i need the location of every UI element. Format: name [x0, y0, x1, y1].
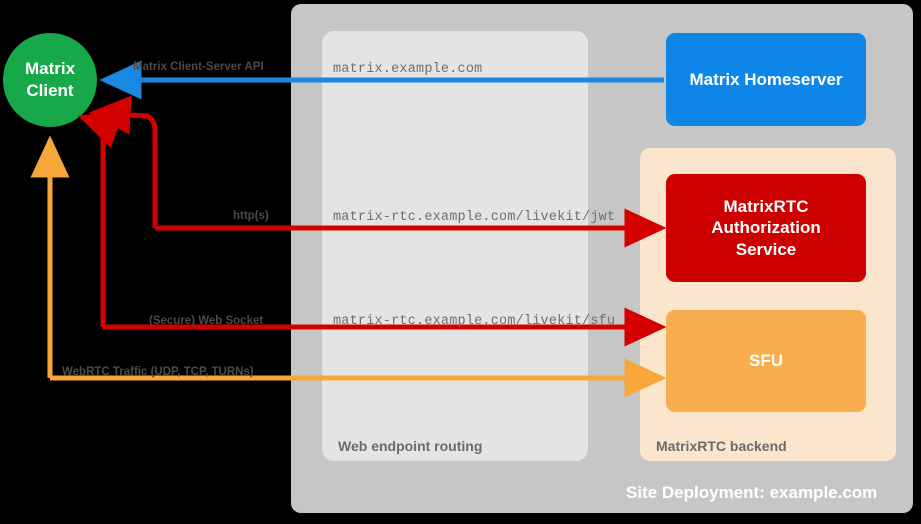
- matrix-homeserver-box[interactable]: [666, 33, 866, 126]
- sfu-label: SFU: [749, 351, 783, 371]
- connection-jwt-response-arrow: [88, 95, 158, 228]
- matrix-homeserver-label: Matrix Homeserver: [689, 69, 843, 89]
- auth-label-line2: Authorization: [711, 218, 821, 238]
- matrix-client-label-line1: Matrix: [24, 58, 76, 78]
- matrixrtc-authorization-service-box[interactable]: [666, 174, 866, 282]
- sfu-box[interactable]: [666, 310, 866, 412]
- auth-label-line1: MatrixRTC: [723, 197, 809, 217]
- matrixrtc-authorization-service-label-wrap: MatrixRTC Authorization Service: [666, 174, 866, 282]
- sfu-label-wrap: SFU: [666, 310, 866, 412]
- matrix-client-circle[interactable]: [3, 33, 97, 127]
- matrixrtc-authorization-service-label: MatrixRTC Authorization Service: [711, 196, 821, 260]
- matrix-homeserver-label-wrap: Matrix Homeserver: [666, 33, 866, 126]
- matrix-client-label-line2: Client: [26, 81, 74, 100]
- matrix-client-label: Matrix Client: [25, 58, 75, 102]
- web-endpoint-routing-container: [322, 31, 588, 461]
- connection-sfu-websocket-response-arrow: [77, 111, 124, 327]
- auth-label-line3: Service: [735, 239, 797, 259]
- matrix-client-label-wrap: Matrix Client: [3, 33, 97, 127]
